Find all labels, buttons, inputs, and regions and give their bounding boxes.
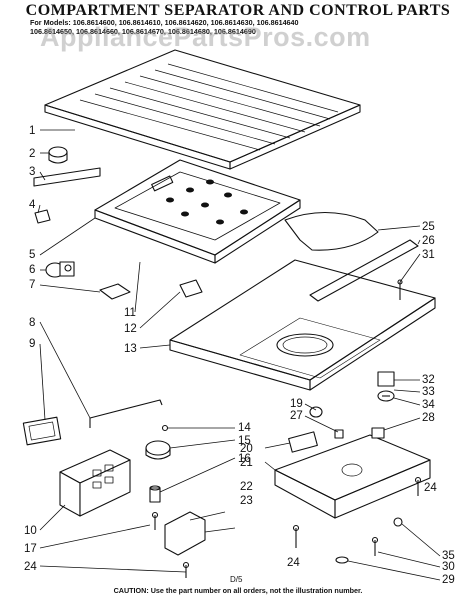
- callout-25: 25: [422, 221, 435, 233]
- callout-9: 9: [29, 338, 35, 350]
- bracket-22: [164, 511, 206, 556]
- callout-11: 11: [124, 307, 136, 319]
- callout-34: 34: [422, 399, 435, 411]
- screw-24-left: [182, 561, 190, 578]
- switch-28: [371, 427, 385, 439]
- callout-22: 22: [240, 481, 253, 493]
- control-knob: [48, 146, 68, 164]
- callout-14: 14: [238, 422, 251, 434]
- control-dial: [145, 424, 171, 460]
- thermostat: [59, 449, 131, 517]
- callout-31: 31: [422, 249, 435, 261]
- callout-6: 6: [29, 264, 35, 276]
- callout-32: 32: [422, 374, 435, 386]
- callout-20: 20: [240, 443, 253, 455]
- callout-35: 35: [442, 550, 455, 562]
- spring-16: [149, 485, 161, 503]
- callout-8: 8: [29, 317, 35, 329]
- callout-28: 28: [422, 412, 435, 424]
- callout-4: 4: [29, 199, 36, 211]
- callout-27: 27: [290, 410, 303, 422]
- callout-24-right: 24: [424, 482, 437, 494]
- callout-2: 2: [29, 148, 35, 160]
- slide-button: [179, 279, 203, 298]
- callout-17: 17: [24, 543, 37, 555]
- callout-19: 19: [290, 398, 303, 410]
- callout-13: 13: [124, 343, 137, 355]
- leader-lines: [37, 129, 441, 581]
- callout-12: 12: [124, 323, 137, 335]
- model-list-line-1: For Models: 106.8614600, 106.8614610, 10…: [30, 18, 299, 27]
- callout-10: 10: [24, 525, 37, 537]
- light-socket: [288, 406, 344, 453]
- callout-15: 15: [238, 435, 251, 447]
- control-tray: [274, 434, 431, 519]
- callout-7: 7: [29, 279, 35, 291]
- callout-24-center: 24: [287, 557, 300, 569]
- callout-1: 1: [29, 125, 35, 137]
- watermark: AppliancePartsPros.com: [40, 22, 371, 52]
- parts-29-30-35: [335, 517, 403, 564]
- caption: CAUTION: Use the part number on all orde…: [113, 586, 363, 595]
- clip-bracket: [99, 283, 131, 300]
- model-list: For Models: 106.8614600, 106.8614610, 10…: [30, 18, 470, 36]
- gasket: [22, 416, 62, 446]
- callout-3: 3: [29, 166, 35, 178]
- callout-5: 5: [29, 249, 35, 261]
- callout-24-left: 24: [24, 561, 37, 573]
- thermostat-rod: [89, 399, 163, 428]
- control-housing: [94, 159, 301, 264]
- screw-24-right: [292, 476, 422, 548]
- callout-33: 33: [422, 386, 435, 398]
- diagram-code: D/5: [230, 575, 243, 584]
- screw-31: [397, 279, 403, 300]
- model-list-line-2: 106.8614650, 106.8614660, 106.8614670, 1…: [30, 27, 256, 36]
- callout-labels: 1 2 3 4 5 6 7 8 9 10 11 12 13 14 15 16 1…: [24, 125, 455, 586]
- divider-strip: [309, 239, 419, 302]
- diagram-title: COMPARTMENT SEPARATOR AND CONTROL PARTS: [25, 2, 451, 19]
- small-block: [34, 209, 51, 224]
- callout-26: 26: [422, 235, 435, 247]
- callout-29: 29: [442, 574, 455, 586]
- separator-base-panel: [169, 259, 436, 391]
- separator-top-shelf: [44, 49, 361, 170]
- callout-16: 16: [238, 453, 251, 465]
- separator-bar: [33, 167, 101, 187]
- callout-30: 30: [442, 561, 455, 573]
- callout-21: 21: [240, 457, 253, 469]
- control-switch: [377, 371, 395, 402]
- air-diffuser: [284, 211, 379, 251]
- screw-17: [151, 511, 159, 530]
- damper-assembly: [45, 261, 75, 278]
- callout-23: 23: [240, 495, 253, 507]
